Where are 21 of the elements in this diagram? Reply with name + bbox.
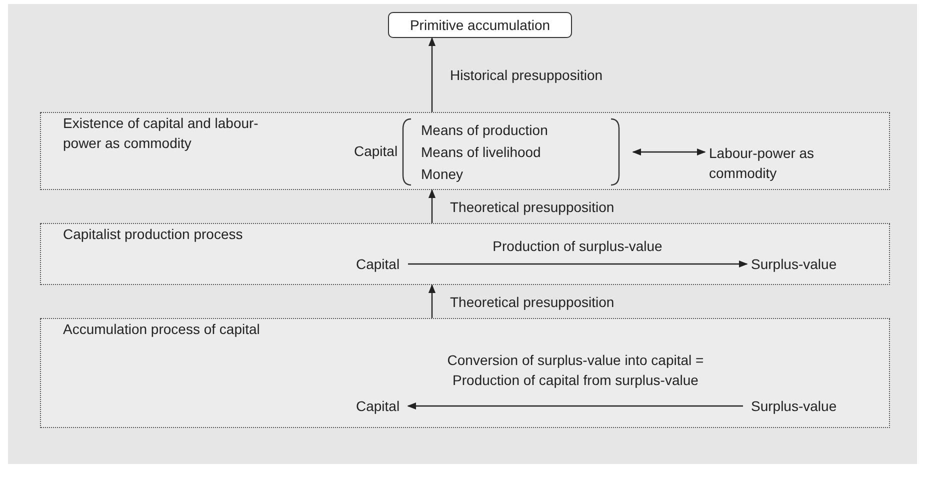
arrow — [407, 402, 743, 410]
band-title: Existence of capital and labour-power as commodity — [63, 114, 260, 153]
list-item: Means of livelihood — [421, 143, 541, 162]
node-label: Capital — [354, 142, 398, 161]
list-item: Means of production — [421, 121, 548, 140]
list-item: Money — [421, 165, 464, 184]
arrow — [632, 148, 706, 156]
arrow — [428, 284, 436, 318]
stage-band — [40, 112, 890, 190]
node-label: Capital — [356, 255, 400, 274]
arrow — [428, 189, 436, 223]
node-label: Capital — [356, 397, 400, 416]
node-label: Surplus-value — [751, 397, 838, 416]
band-title: Capitalist production process — [63, 225, 244, 244]
arrow — [428, 37, 436, 112]
band-title: Accumulation process of capital — [63, 320, 261, 339]
stage-band — [40, 223, 890, 285]
arrow — [408, 260, 748, 268]
node-label: Labour-power as commodity — [709, 144, 816, 183]
node-label: Surplus-value — [751, 255, 838, 274]
process-box: Primitive accumulation — [388, 12, 572, 38]
